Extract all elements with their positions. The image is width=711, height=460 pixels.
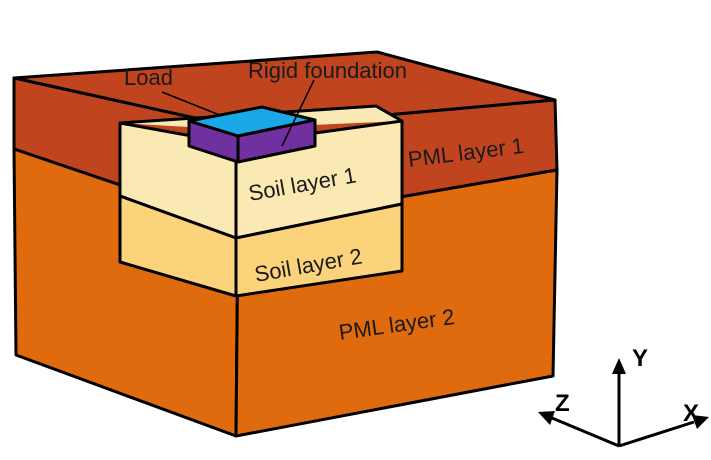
load-label: Load (124, 65, 173, 90)
soil-layer-2-block-side (234, 202, 404, 298)
x-axis-label: X (683, 400, 699, 427)
axes-triad (538, 358, 709, 448)
x-axis-line (618, 420, 695, 448)
z-axis-label: Z (555, 390, 570, 417)
y-axis-arrowhead (612, 358, 626, 374)
x-axis-arrowhead (692, 415, 709, 429)
y-axis-label: Y (632, 345, 648, 372)
z-axis-line (551, 416, 620, 448)
load-leader-line (161, 91, 223, 117)
foundation-leader-line (281, 79, 315, 147)
rigid-foundation-label: Rigid foundation (248, 58, 407, 83)
foundation-right-face (236, 118, 317, 164)
z-axis-arrowhead (538, 411, 555, 425)
